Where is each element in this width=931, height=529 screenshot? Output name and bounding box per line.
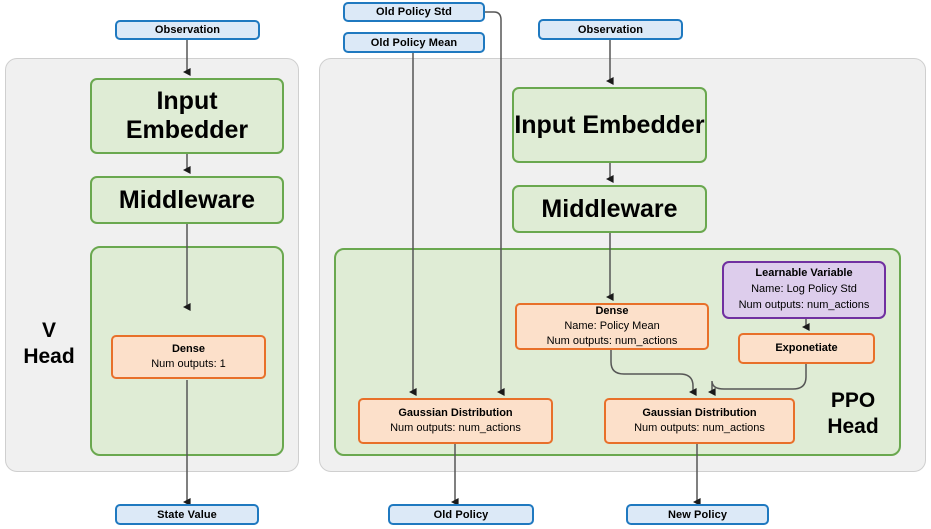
node-subtitle-2: Num outputs: num_actions: [738, 298, 870, 311]
node-subtitle-1: Name: Policy Mean: [564, 320, 660, 333]
ppo-head-label: PPO Head: [812, 388, 894, 439]
output-new-policy[interactable]: New Policy: [626, 504, 769, 525]
ppo-head-input-embedder[interactable]: Input Embedder: [512, 87, 707, 163]
node-title: Gaussian Distribution: [642, 407, 757, 420]
node-subtitle-2: Num outputs: num_actions: [546, 334, 678, 347]
input-old-policy-mean[interactable]: Old Policy Mean: [343, 32, 485, 53]
node-label: Input Embedder: [514, 110, 705, 139]
node-title: Dense: [595, 305, 629, 318]
node-label: State Value: [157, 508, 217, 521]
node-label: Old Policy Std: [376, 6, 452, 18]
v-head-label-line2: Head: [23, 344, 75, 368]
node-subtitle: Num outputs: 1: [151, 358, 226, 370]
node-label: Input Embedder: [125, 87, 249, 144]
node-subtitle: Num outputs: num_actions: [390, 422, 521, 434]
ppo-head-dense-policy-mean[interactable]: Dense Name: Policy Mean Num outputs: num…: [515, 303, 709, 350]
v-head-middleware[interactable]: Middleware: [90, 176, 284, 224]
node-title: Gaussian Distribution: [398, 407, 513, 420]
input-old-policy-std[interactable]: Old Policy Std: [343, 2, 485, 22]
node-title: Dense: [171, 343, 206, 356]
node-title: Exponetiate: [775, 342, 838, 355]
v-head-label-line1: V: [41, 319, 56, 342]
ppo-head-label-line1: PPO: [830, 389, 876, 412]
node-title: Learnable Variable: [755, 267, 853, 280]
input-observation-ppo-head[interactable]: Observation: [538, 19, 683, 40]
node-label: Old Policy Mean: [370, 36, 458, 49]
node-label: Middleware: [118, 185, 256, 214]
ppo-head-label-line2: Head: [827, 414, 879, 438]
v-head-label: V Head: [13, 318, 85, 369]
v-head-dense[interactable]: Dense Num outputs: 1: [111, 335, 266, 379]
node-subtitle: Num outputs: num_actions: [634, 422, 765, 434]
ppo-head-middleware[interactable]: Middleware: [512, 185, 707, 233]
output-old-policy[interactable]: Old Policy: [388, 504, 534, 525]
output-state-value[interactable]: State Value: [115, 504, 259, 525]
ppo-head-gaussian-distribution-old[interactable]: Gaussian Distribution Num outputs: num_a…: [358, 398, 553, 444]
ppo-head-exponetiate[interactable]: Exponetiate: [738, 333, 875, 364]
node-label: Observation: [154, 24, 221, 36]
node-label: Observation: [577, 23, 644, 36]
node-subtitle-1: Name: Log Policy Std: [751, 283, 857, 296]
v-head-input-embedder[interactable]: Input Embedder: [90, 78, 284, 154]
node-label: Old Policy: [433, 508, 489, 521]
input-observation-v-head[interactable]: Observation: [115, 20, 260, 40]
node-label: Middleware: [541, 194, 678, 223]
ppo-head-gaussian-distribution-new[interactable]: Gaussian Distribution Num outputs: num_a…: [604, 398, 795, 444]
ppo-head-learnable-variable[interactable]: Learnable Variable Name: Log Policy Std …: [722, 261, 886, 319]
node-label: New Policy: [667, 508, 728, 521]
